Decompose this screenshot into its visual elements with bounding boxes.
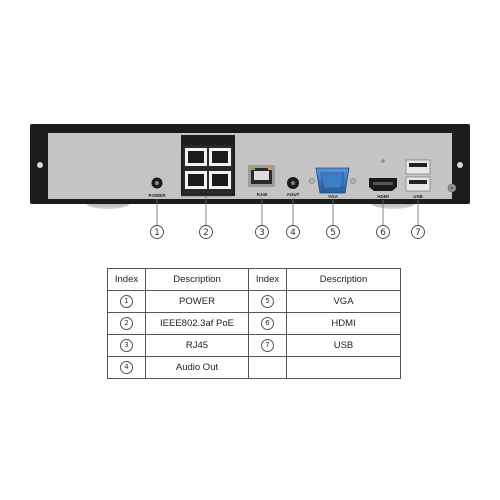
callout-5-number: 5	[330, 228, 336, 238]
hdmi-label: HDMI	[377, 194, 389, 199]
description-cell: VGA	[286, 290, 401, 313]
vga-label: VGA	[328, 194, 339, 199]
ground-screw	[447, 183, 457, 193]
rj45-port	[248, 165, 275, 187]
header-description-left: Description	[145, 268, 249, 291]
nvr-rear-panel-diagram: POWER RJ45 AOUT	[30, 124, 470, 239]
callout-3: 3	[255, 225, 269, 239]
callout-4: 4	[286, 225, 300, 239]
usb-ports	[405, 159, 431, 192]
power-jack	[151, 177, 163, 189]
table-row: 3 RJ45 7 USB	[107, 334, 401, 357]
poe-port-4	[209, 171, 231, 189]
table-row: 1 POWER 5 VGA	[107, 290, 401, 313]
table-header-row: Index Description Index Description	[107, 268, 401, 291]
index-badge: 4	[120, 361, 133, 374]
description-cell: POWER	[145, 290, 249, 313]
port-index-table: Index Description Index Description 1 PO…	[107, 268, 401, 379]
table-row: 4 Audio Out	[107, 356, 401, 379]
vga-port	[309, 167, 356, 194]
callout-5: 5	[326, 225, 340, 239]
callout-7: 7	[411, 225, 425, 239]
callout-6-number: 6	[380, 228, 386, 238]
table-row: 2 IEEE802.3af PoE 6 HDMI	[107, 312, 401, 335]
header-index-left: Index	[107, 268, 146, 291]
aout-label: AOUT	[287, 192, 300, 197]
description-cell: HDMI	[286, 312, 401, 335]
callout-2-number: 2	[203, 228, 209, 238]
header-index-right: Index	[248, 268, 287, 291]
callout-4-number: 4	[290, 228, 296, 238]
usb-label: USB	[413, 194, 423, 199]
callout-1-number: 1	[154, 228, 160, 238]
index-badge: 6	[261, 317, 274, 330]
callout-7-number: 7	[415, 228, 421, 238]
index-badge: 5	[261, 295, 274, 308]
index-badge: 1	[120, 295, 133, 308]
description-cell: Audio Out	[145, 356, 249, 379]
callout-6: 6	[376, 225, 390, 239]
index-badge: 2	[120, 317, 133, 330]
empty-cell	[248, 356, 287, 379]
callout-2: 2	[199, 225, 213, 239]
poe-port-2	[209, 148, 231, 166]
callout-3-number: 3	[259, 228, 265, 238]
description-cell: USB	[286, 334, 401, 357]
left-screw-hole	[37, 162, 43, 168]
index-badge: 7	[261, 339, 274, 352]
poe-port-1	[185, 148, 207, 166]
description-cell: IEEE802.3af PoE	[145, 312, 249, 335]
right-screw-hole	[457, 162, 463, 168]
poe-ports-block	[181, 135, 235, 196]
power-label: POWER	[148, 193, 166, 198]
hdmi-port	[369, 159, 397, 191]
index-badge: 3	[120, 339, 133, 352]
empty-cell	[286, 356, 401, 379]
header-description-right: Description	[286, 268, 401, 291]
poe-port-3	[185, 171, 207, 189]
callout-1: 1	[150, 225, 164, 239]
description-cell: RJ45	[145, 334, 249, 357]
rj45-label: RJ45	[257, 192, 268, 197]
audio-out-jack	[287, 177, 299, 189]
